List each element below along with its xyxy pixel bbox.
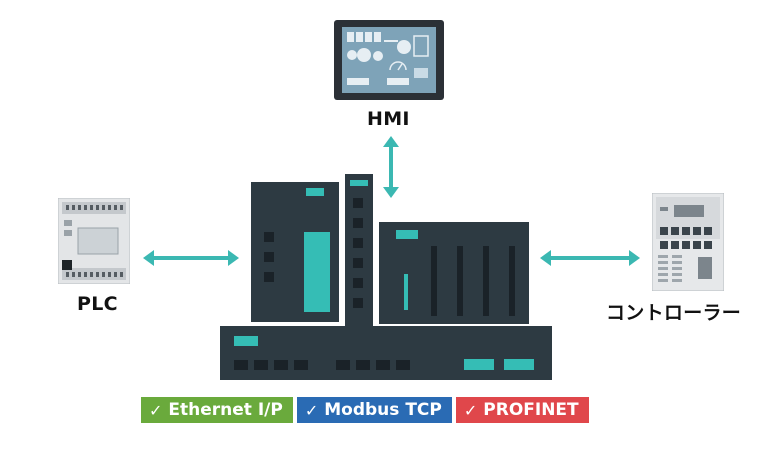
check-icon: ✓ [149,400,163,420]
industrial-switch-group [220,174,552,380]
hmi-label: HMI [367,108,410,130]
controller-label: コントローラー [606,302,742,324]
plc-label: PLC [77,293,118,315]
hmi-device [334,20,444,100]
controller-device [652,193,724,291]
badge-modbus-tcp: ✓ Modbus TCP [296,397,452,423]
arrow-controller-link [540,250,640,266]
protocol-badges: ✓ Ethernet I/P ✓ Modbus TCP ✓ PROFINET [141,397,589,423]
badge-label: Modbus TCP [324,400,442,420]
badge-ethernet-ip: ✓ Ethernet I/P [141,397,293,423]
badge-profinet: ✓ PROFINET [455,397,589,423]
arrow-plc-link [143,250,239,266]
badge-label: Ethernet I/P [168,400,283,420]
check-icon: ✓ [463,400,478,420]
arrow-hmi-link [383,136,399,198]
plc-device [58,198,130,284]
badge-label: PROFINET [483,400,579,420]
check-icon: ✓ [304,400,319,420]
